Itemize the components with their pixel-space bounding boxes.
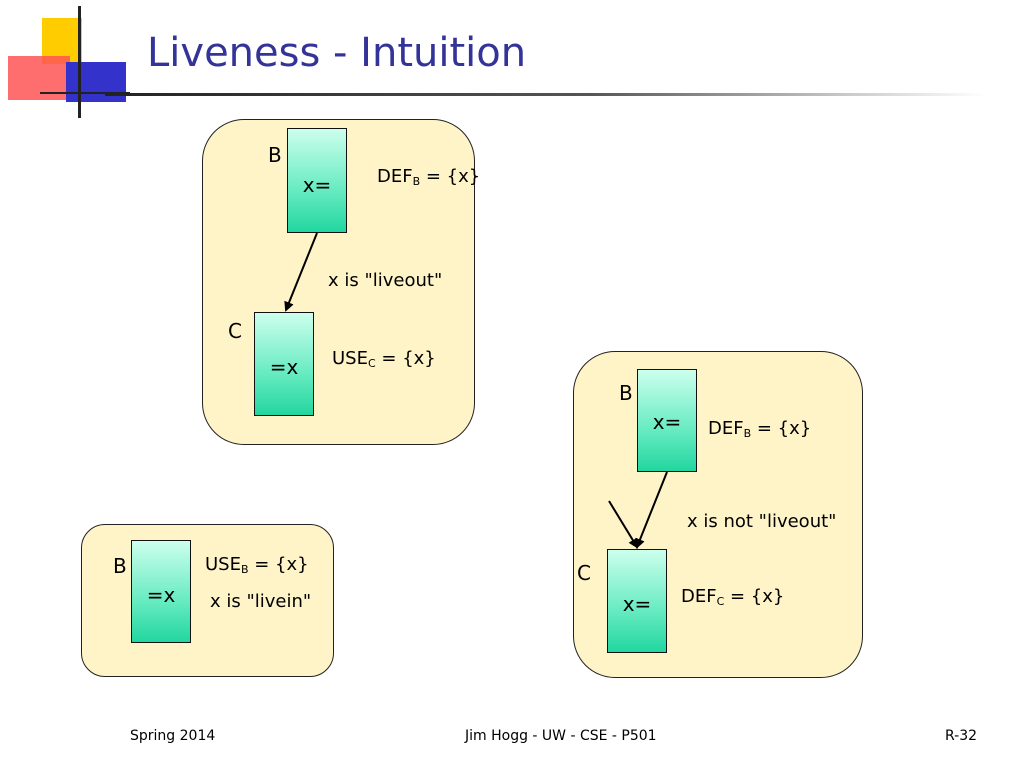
block-b: x= xyxy=(287,128,347,233)
block-b-code: x= xyxy=(302,173,332,197)
block-c-code: =x xyxy=(269,355,299,379)
footer-date: Spring 2014 xyxy=(130,728,216,744)
arrow-b-to-c xyxy=(284,232,318,312)
block-c: =x xyxy=(254,312,314,416)
footer-author: Jim Hogg - UW - CSE - P501 xyxy=(465,728,657,744)
block-c-label: C xyxy=(577,561,591,585)
use-c-text: USEC = {x} xyxy=(332,348,436,370)
use-b-text: USEB = {x} xyxy=(205,554,309,576)
def-c-text: DEFC = {x} xyxy=(681,586,785,608)
block-b: x= xyxy=(637,369,697,472)
slide-logo xyxy=(0,0,140,125)
block-c-label: C xyxy=(228,319,242,343)
title-underline xyxy=(105,93,985,96)
block-b-code: x= xyxy=(652,410,682,434)
block-b-label: B xyxy=(268,143,282,167)
block-b-code: =x xyxy=(146,583,176,607)
block-b-label: B xyxy=(619,381,633,405)
not-liveout-note: x is not "liveout" xyxy=(687,511,837,532)
def-b-text: DEFB = {x} xyxy=(377,166,481,188)
block-c: x= xyxy=(607,549,667,653)
arrow-b-to-c xyxy=(635,471,668,549)
footer-slide-number: R-32 xyxy=(945,728,978,744)
block-c-code: x= xyxy=(622,592,652,616)
panel-livein xyxy=(81,524,334,677)
slide-title: Liveness - Intuition xyxy=(147,30,527,76)
block-b-label: B xyxy=(113,554,127,578)
block-b: =x xyxy=(131,540,191,643)
livein-note: x is "livein" xyxy=(210,591,312,612)
arrow-in-to-c xyxy=(608,500,639,549)
def-b-text: DEFB = {x} xyxy=(708,418,812,440)
liveout-note: x is "liveout" xyxy=(328,270,443,291)
